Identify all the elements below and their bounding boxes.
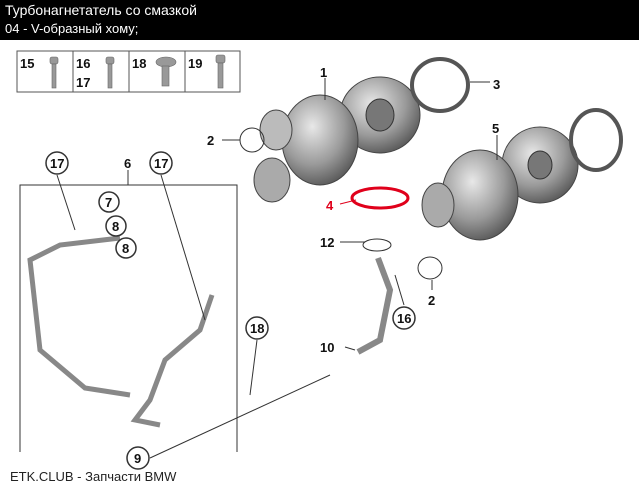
callout-7[interactable]: 7 [105,195,112,210]
callout-16[interactable]: 16 [397,311,411,326]
turbocharger-5[interactable] [421,126,579,241]
callout-17b[interactable]: 17 [154,156,168,171]
oil-feed-lines[interactable] [27,235,215,428]
selected-part: 04 - V-образный хому; [5,21,139,36]
svg-text:17: 17 [76,75,90,90]
callouts: 1 2 3 5 4 12 10 2 6 16 17 17 7 8 8 18 9 [45,65,500,470]
callout-1[interactable]: 1 [320,65,327,80]
hardware-legend: 15 16 17 18 19 [16,50,241,93]
turbocharger-1[interactable] [253,76,421,203]
callout-8a[interactable]: 8 [112,219,119,234]
callout-6[interactable]: 6 [124,156,131,171]
callout-12[interactable]: 12 [320,235,334,250]
svg-text:16: 16 [76,56,90,71]
header: Турбонагнетатель со смазкой 04 - V-образ… [0,0,639,40]
svg-text:18: 18 [132,56,146,71]
callout-9[interactable]: 9 [134,451,141,466]
oil-return-pipe[interactable] [356,256,394,355]
callout-2[interactable]: 2 [207,133,214,148]
svg-text:19: 19 [188,56,202,71]
footer-watermark: ETK.CLUB - Запчасти BMW [10,469,177,484]
callout-8b[interactable]: 8 [122,241,129,256]
callout-17a[interactable]: 17 [50,156,64,171]
callout-18[interactable]: 18 [250,321,264,336]
v-band-clamps[interactable] [350,57,623,210]
diagram-title: Турбонагнетатель со смазкой [5,2,197,18]
callout-3[interactable]: 3 [493,77,500,92]
callout-10[interactable]: 10 [320,340,334,355]
svg-text:15: 15 [20,56,34,71]
callout-5[interactable]: 5 [492,121,499,136]
callout-4-selected[interactable]: 4 [326,198,334,213]
callout-2b[interactable]: 2 [428,293,435,308]
